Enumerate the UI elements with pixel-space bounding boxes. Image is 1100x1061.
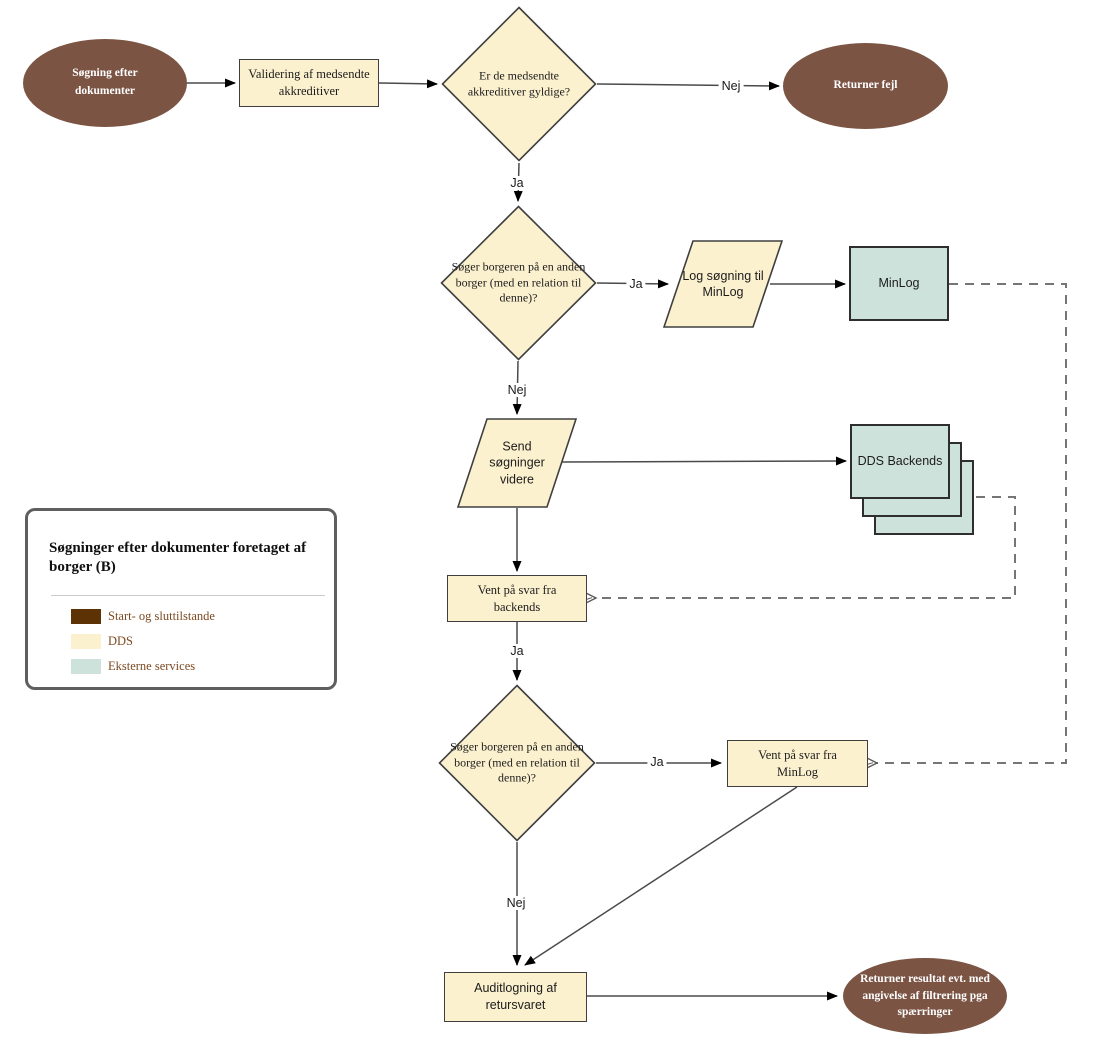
edge-label-nej-1: Nej: [718, 79, 744, 93]
process-validering-label: Validering af medsendte akkreditiver: [248, 67, 370, 98]
external-dds-backends-label: DDS Backends: [857, 454, 943, 469]
external-minlog: MinLog: [849, 246, 949, 321]
decision-akkreditiver-gyldige: Er de medsendte akkreditiver gyldige?: [441, 6, 597, 162]
process-validering-akkreditiver: Validering af medsendte akkreditiver: [239, 59, 379, 107]
edge-label-nej-3: Nej: [503, 896, 529, 910]
end-node-returner-fejl: Returner fejl: [783, 43, 948, 129]
edge-label-ja-2: Ja: [626, 277, 646, 291]
legend-swatch-dds: [71, 633, 101, 649]
parallelogram-shape: [457, 418, 577, 508]
decision-soeger-anden-borger-1: Søger borgeren på en anden borger (med e…: [440, 205, 597, 361]
legend-label-start-end: Start- og sluttilstande: [108, 608, 215, 623]
data-send-soegninger-label: Send søgninger videre: [489, 439, 545, 487]
edge-label-ja-1: Ja: [507, 176, 527, 190]
data-log-soegning-til-minlog: Log søgning til MinLog: [663, 240, 783, 328]
legend-label-dds: DDS: [108, 633, 134, 648]
legend-item-dds: DDS: [71, 633, 133, 649]
start-node-label: Søgning efter dokumenter: [72, 67, 138, 97]
legend-item-start-sluttilstande: Start- og sluttilstande: [71, 608, 215, 624]
decision-soeger-anden-borger-1-label: Søger borgeren på en anden borger (med e…: [451, 259, 586, 305]
edge-label-ja-3: Ja: [507, 644, 527, 658]
edge-label-ja-4: Ja: [647, 755, 667, 769]
decision-akkreditiver-label: Er de medsendte akkreditiver gyldige?: [467, 68, 571, 98]
diamond-shape: [440, 205, 597, 361]
process-auditlogning: Auditlogning af retursvaret: [444, 972, 587, 1022]
process-vent-minlog-label: Vent på svar fra MinLog: [758, 747, 837, 779]
end-node-returner-resultat-label: Returner resultat evt. med angivelse af …: [860, 972, 990, 1019]
parallelogram-shape: [663, 240, 783, 328]
legend-panel: Søgninger efter dokumenter foretaget af …: [25, 508, 337, 690]
process-vent-backends-label: Vent på svar fra backends: [477, 582, 557, 614]
process-vent-paa-svar-minlog: Vent på svar fra MinLog: [727, 740, 868, 787]
legend-label-eksterne: Eksterne services: [108, 658, 196, 673]
legend-swatch-start-end: [71, 608, 101, 624]
data-log-soegning-label: Log søgning til MinLog: [682, 268, 764, 299]
external-dds-backends: DDS Backends: [850, 424, 950, 499]
legend-divider: [51, 595, 325, 596]
end-node-returner-fejl-label: Returner fejl: [833, 79, 898, 92]
legend-item-eksterne-services: Eksterne services: [71, 658, 195, 674]
end-node-returner-resultat: Returner resultat evt. med angivelse af …: [843, 958, 1007, 1034]
process-vent-paa-svar-backends: Vent på svar fra backends: [447, 575, 587, 622]
legend-swatch-eksterne: [71, 658, 101, 674]
legend-title: Søgninger efter dokumenter foretaget af …: [49, 540, 307, 575]
start-node-soegning-efter-dokumenter: Søgning efter dokumenter: [23, 39, 187, 127]
external-minlog-label: MinLog: [878, 276, 920, 291]
diamond-shape: [438, 684, 596, 842]
process-auditlogning-label: Auditlogning af retursvaret: [474, 981, 557, 1012]
data-send-soegninger-videre: Send søgninger videre: [457, 418, 577, 508]
decision-soeger-anden-borger-2: Søger borgeren på en anden borger (med e…: [438, 684, 596, 842]
edge-label-nej-2: Nej: [504, 383, 530, 397]
decision-soeger-anden-borger-2-label: Søger borgeren på en anden borger (med e…: [450, 739, 584, 785]
diamond-shape: [441, 6, 597, 162]
